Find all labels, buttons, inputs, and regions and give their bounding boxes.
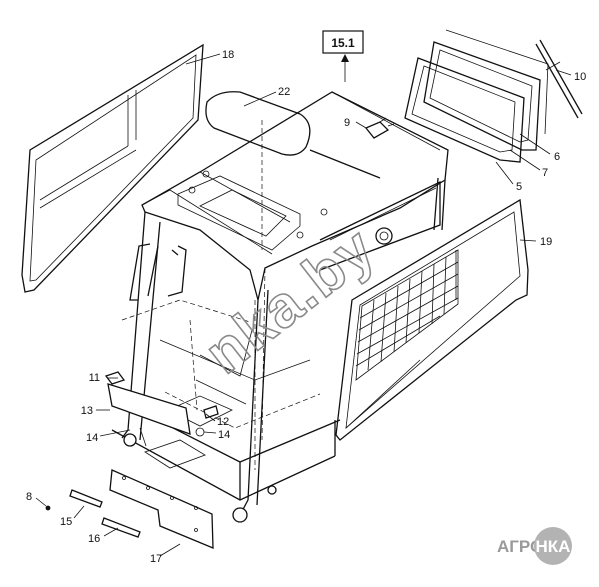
label-14b: 14 xyxy=(218,429,230,441)
part-13-lower-panel xyxy=(107,383,191,435)
label-8: 8 xyxy=(26,491,32,503)
label-11: 11 xyxy=(89,372,100,384)
brand-left: АГРО xyxy=(497,537,543,556)
part-17-floor-plate xyxy=(109,469,214,549)
label-10: 10 xyxy=(574,71,586,83)
label-15: 15 xyxy=(60,516,72,528)
label-6: 6 xyxy=(554,151,560,163)
part-16-strip xyxy=(101,517,141,538)
part-19-grill-door xyxy=(335,198,529,441)
label-13: 13 xyxy=(81,405,93,417)
label-7: 7 xyxy=(542,167,548,179)
label-22: 22 xyxy=(278,86,290,98)
reference-label: 15.1 xyxy=(331,36,355,50)
part-15-strip xyxy=(69,489,103,508)
part-8-bolt xyxy=(45,505,51,511)
leader-lines xyxy=(35,53,572,557)
grill-mesh xyxy=(355,249,459,381)
reference-15-1: 15.1 xyxy=(322,30,364,82)
label-14a: 14 xyxy=(86,432,98,444)
label-9: 9 xyxy=(344,117,350,129)
part-9-lamp xyxy=(364,117,395,139)
part-10-wiper xyxy=(535,39,583,119)
part-18-door-frame xyxy=(21,43,204,293)
brand-logo: АГРО НКА xyxy=(497,527,572,565)
part-14-pin xyxy=(139,427,205,447)
label-17: 17 xyxy=(150,553,162,565)
watermark: nka.by xyxy=(192,214,388,387)
watermark-text: nka.by xyxy=(193,215,387,387)
part-22-roof-panel xyxy=(205,91,311,156)
part-12-clip xyxy=(203,405,219,419)
brand-right: НКА xyxy=(536,537,571,556)
part-5-7-rear-window xyxy=(404,29,549,163)
label-5: 5 xyxy=(516,181,522,193)
part-labels: 18 22 9 10 6 7 5 19 11 13 14 12 14 8 15 … xyxy=(26,49,586,565)
label-16: 16 xyxy=(88,533,100,545)
cab-body xyxy=(111,91,449,523)
label-12: 12 xyxy=(217,416,229,428)
label-19: 19 xyxy=(540,236,552,248)
label-18: 18 xyxy=(222,49,234,61)
